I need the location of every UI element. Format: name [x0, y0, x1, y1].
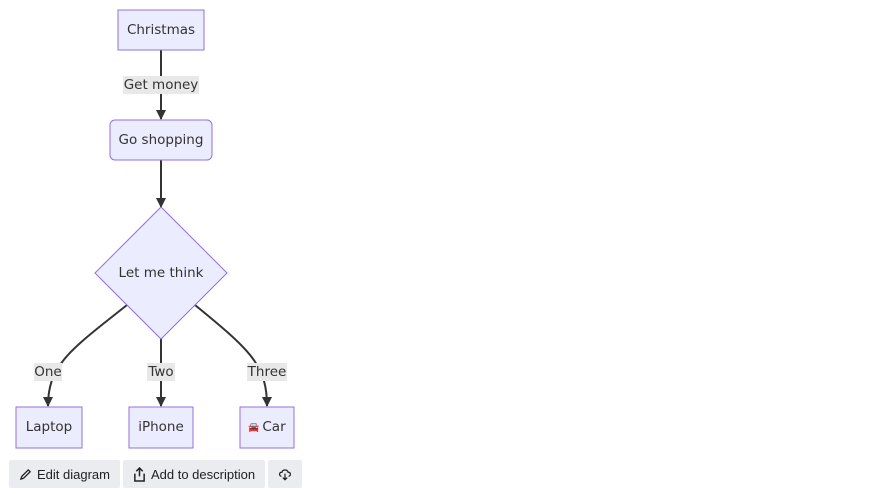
pencil-icon	[19, 468, 32, 480]
node-car[interactable]	[239, 406, 295, 449]
cloud-download-icon	[279, 468, 292, 481]
node-christmas-label: Christmas	[127, 22, 195, 38]
edge-label-three: Three	[247, 364, 287, 380]
node-laptop[interactable]	[15, 406, 83, 449]
share-upload-icon	[134, 466, 145, 482]
edit-diagram-label: Edit diagram	[37, 466, 110, 482]
node-iphone-label: iPhone	[138, 419, 184, 435]
node-let-me-think[interactable]	[94, 206, 228, 340]
add-to-description-label: Add to description	[150, 466, 256, 482]
node-car-label: Car	[262, 419, 286, 435]
edge-label-two: Two	[147, 364, 173, 380]
node-iphone[interactable]	[128, 406, 194, 449]
node-let-me-think-label: Let me think	[119, 265, 204, 281]
node-go-shopping-label: Go shopping	[119, 132, 204, 148]
edit-diagram-button[interactable]: Edit diagram	[9, 460, 120, 488]
diagram-toolbar: Edit diagram Add to description	[9, 460, 303, 488]
edge-think-laptop	[43, 304, 128, 407]
node-laptop-label: Laptop	[26, 419, 73, 435]
edge-think-car	[194, 304, 272, 407]
edge-label-one: One	[34, 364, 62, 380]
download-button[interactable]	[268, 460, 303, 488]
edge-label-get-money: Get money	[124, 77, 199, 93]
add-to-description-button[interactable]: Add to description	[122, 460, 266, 488]
node-christmas[interactable]	[117, 9, 205, 51]
flowchart: Get money One Two Three Christmas Go sho…	[15, 9, 295, 449]
car-icon: 🚘	[248, 422, 259, 433]
node-go-shopping[interactable]	[109, 119, 213, 161]
